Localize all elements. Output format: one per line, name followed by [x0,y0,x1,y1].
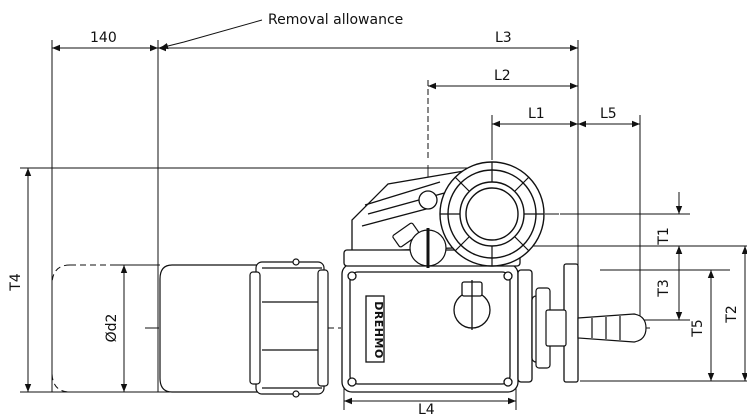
motor-removal-outline [51,264,159,393]
dim-label-d2: Ød2 [104,314,120,343]
dim-label-L1: L1 [528,106,545,122]
dim-label-L2: L2 [494,68,511,84]
handwheel [439,161,545,267]
dim-label-T5: T5 [690,319,706,337]
removal-leader [159,19,263,50]
local-control-knob [392,222,447,268]
dimension-lines [24,19,747,405]
dim-label-L4: L4 [418,402,435,415]
extension-lines [20,40,747,410]
dim-label-T4: T4 [8,273,24,292]
dim-label-T3: T3 [656,279,672,297]
motor-body [159,258,329,398]
brand-logo: DREHMO [372,301,385,359]
removal-allowance-label: Removal allowance [268,12,403,28]
dim-label-L3: L3 [495,30,512,46]
dim-label-T2: T2 [724,305,740,323]
main-housing [341,169,579,393]
output-shaft-handle [535,287,647,369]
dim-label-T1: T1 [656,227,672,245]
dim-label-L5: L5 [600,106,617,122]
dim-label-140: 140 [90,30,117,46]
